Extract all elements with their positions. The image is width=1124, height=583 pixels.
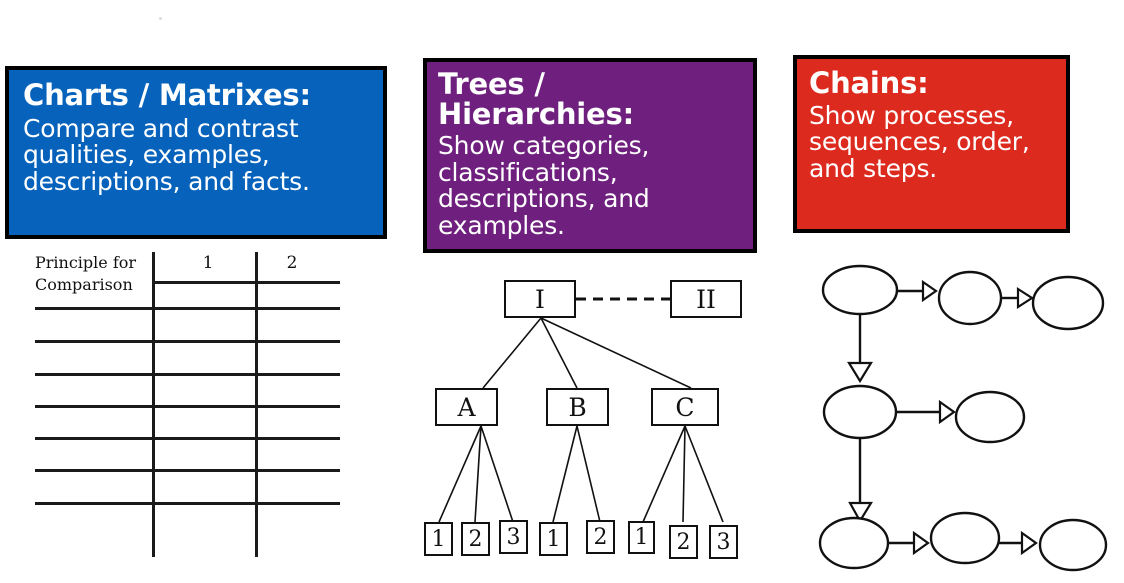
chain-node-r1-3 <box>1031 275 1105 331</box>
tree-leaf-C-3: 3 <box>709 525 738 559</box>
tree-connector-lines <box>438 297 724 523</box>
tree-node-sibling: II <box>670 280 742 318</box>
chain-arrow-v1-head <box>847 361 873 384</box>
tree-edge-A-3 <box>480 425 514 523</box>
card-chains-title: Chains: <box>797 59 1066 99</box>
tree-edge-C-3 <box>684 425 724 523</box>
chain-node-r1-1 <box>821 264 899 316</box>
card-charts-body: Compare and contrast qualities, examples… <box>23 113 310 196</box>
card-charts-title-text: Charts / Matrixes <box>23 78 300 112</box>
chain-arrow-r3-2-head <box>1020 530 1038 556</box>
speck-artifact <box>159 17 162 20</box>
chain-arrow-r2-1-head <box>938 399 956 425</box>
tree-edge-A-1 <box>438 425 482 523</box>
card-charts-title-colon: : <box>299 78 311 112</box>
tree-edge-A-2 <box>474 425 482 523</box>
chain-node-r3-2 <box>929 511 1001 565</box>
chain-node-r1-2 <box>937 270 1003 326</box>
chain-node-r2-1 <box>822 384 898 440</box>
matrix-vline-2 <box>255 252 258 557</box>
card-chains-title-colon: : <box>917 66 929 100</box>
matrix-hline-5 <box>35 437 340 440</box>
tree-node-root: I <box>504 280 576 318</box>
chain-arrow-v2-head <box>848 501 873 524</box>
tree-node-A: A <box>435 388 498 426</box>
chain-arrow-r1-2-head <box>1016 286 1035 310</box>
matrix-vline-1 <box>152 252 155 557</box>
chain-node-r3-1 <box>818 516 890 570</box>
matrix-hline-header <box>153 281 340 284</box>
matrix-row-header-line2: Comparison <box>35 275 133 294</box>
card-trees-hierarchies: Trees /Hierarchies: Show categories, cla… <box>423 58 757 253</box>
chain-arrow-r3-1-head <box>912 530 930 556</box>
tree-node-B: B <box>546 388 609 426</box>
matrix-hline-3 <box>35 373 340 376</box>
chain-graphics <box>818 264 1108 572</box>
chain-flow-figure <box>790 255 1120 580</box>
card-trees-title-line2: Hierarchies <box>438 96 623 131</box>
card-charts-matrixes: Charts / Matrixes: Compare and contrast … <box>5 66 387 239</box>
chain-node-r3-3 <box>1038 518 1108 572</box>
tree-leaf-B-1: 1 <box>539 522 568 556</box>
matrix-hline-6 <box>35 469 340 472</box>
card-chains-title-text: Chains <box>809 66 918 100</box>
tree-leaf-A-1: 1 <box>424 522 453 556</box>
tree-edge-C-2 <box>682 425 686 523</box>
tree-edge-root-C <box>540 317 692 389</box>
card-trees-title-colon: : <box>622 96 635 131</box>
tree-node-C: C <box>651 388 719 426</box>
tree-leaf-C-2: 2 <box>669 525 698 559</box>
matrix-row-header-line1: Principle for <box>35 253 137 272</box>
matrix-hline-4 <box>35 405 340 408</box>
chain-node-r2-2 <box>954 390 1026 444</box>
tree-leaf-B-2: 2 <box>586 520 615 554</box>
tree-edge-B-2 <box>576 425 601 523</box>
card-trees-title: Trees /Hierarchies: <box>427 62 753 129</box>
tree-edge-root-B <box>540 317 578 389</box>
card-trees-title-line1: Trees / <box>438 67 545 101</box>
tree-leaf-A-2: 2 <box>461 522 490 556</box>
matrix-hline-2 <box>35 340 340 343</box>
matrix-hline-1 <box>35 307 340 310</box>
matrix-hline-7 <box>35 502 340 505</box>
tree-edge-C-1 <box>642 425 686 523</box>
tree-edge-root-A <box>482 317 542 389</box>
matrix-table-figure: Principle for Comparison 1 2 <box>10 250 360 575</box>
card-charts-title: Charts / Matrixes: <box>9 70 383 111</box>
tree-edge-B-1 <box>552 425 578 523</box>
card-chains-body: Show processes, sequences, order, and st… <box>809 100 1030 183</box>
card-chains: Chains: Show processes, sequences, order… <box>793 55 1070 233</box>
tree-hierarchy-figure: I II A B C 1 2 3 1 2 1 2 3 <box>415 262 755 580</box>
card-trees-body: Show categories, classifications, descri… <box>438 131 650 240</box>
tree-leaf-A-3: 3 <box>499 520 528 554</box>
tree-leaf-C-1: 1 <box>628 521 655 554</box>
matrix-column-header-2: 2 <box>286 253 298 273</box>
chain-arrow-r1-1-head <box>921 279 938 303</box>
matrix-column-header-1: 1 <box>202 253 214 273</box>
